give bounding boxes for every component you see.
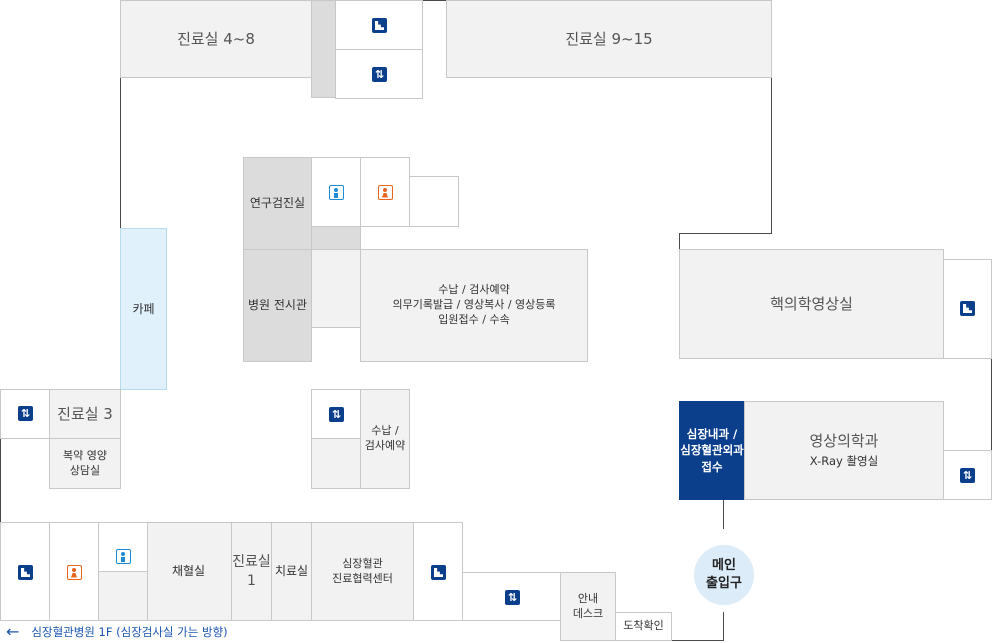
room-label-line: 데스크 bbox=[572, 606, 604, 620]
restroom-men-cell bbox=[311, 157, 361, 227]
elevator-cell: ⇅ bbox=[335, 49, 423, 99]
stairs-icon bbox=[960, 301, 975, 316]
room-label-line: 1 bbox=[247, 572, 256, 589]
stairs-icon bbox=[18, 565, 33, 580]
elevator-icon: ⇅ bbox=[372, 67, 387, 82]
room-label: 핵의학영상실 bbox=[770, 294, 853, 313]
room-label-line: 복약 영양 bbox=[63, 448, 107, 462]
room-label-line: 입원접수 / 수속 bbox=[438, 312, 510, 326]
room-label: 채혈실 bbox=[171, 564, 206, 579]
arrival-check[interactable]: 도착확인 bbox=[615, 612, 672, 641]
elevator-icon: ⇅ bbox=[329, 407, 344, 422]
room-label-line: 안내 bbox=[577, 591, 599, 605]
room-label-line: 수납 / bbox=[371, 424, 399, 438]
entrance-label-line: 출입구 bbox=[706, 576, 742, 591]
room-label-line: 수납 / 검사예약 bbox=[438, 283, 510, 297]
wall bbox=[120, 0, 121, 390]
room-label: 진료실 4~8 bbox=[177, 29, 255, 48]
wall bbox=[679, 233, 772, 234]
room-label: 병원 전시관 bbox=[247, 298, 307, 313]
stairs-cell bbox=[413, 522, 463, 621]
cardiology-reception[interactable]: 심장내과 / 심장혈관외과 접수 bbox=[679, 401, 745, 500]
room-label-line: 진료실 bbox=[232, 553, 271, 570]
stairs-icon bbox=[431, 565, 446, 580]
room-label: 도착확인 bbox=[623, 619, 664, 633]
room-label-line: 심장혈관외과 bbox=[680, 443, 744, 458]
corridor-block bbox=[311, 249, 361, 328]
exam-room-3[interactable]: 진료실 3 bbox=[49, 389, 121, 439]
exam-room-4-8[interactable]: 진료실 4~8 bbox=[120, 0, 312, 78]
stairs-icon bbox=[372, 18, 387, 33]
entrance-label-line: 메인 bbox=[712, 558, 736, 574]
corridor-block bbox=[311, 226, 361, 250]
exam-room-9-15[interactable]: 진료실 9~15 bbox=[446, 0, 772, 78]
research-exam-room[interactable]: 연구검진실 bbox=[243, 157, 312, 250]
direction-link[interactable]: ← 심장혈관병원 1F (심장검사실 가는 방향) bbox=[6, 622, 228, 641]
wall bbox=[0, 390, 1, 621]
hospital-exhibition[interactable]: 병원 전시관 bbox=[243, 249, 312, 362]
restroom-women-cell bbox=[49, 522, 99, 621]
corridor-block bbox=[98, 571, 148, 621]
direction-label: 심장혈관병원 1F (심장검사실 가는 방향) bbox=[31, 624, 228, 639]
payment-reservation-small[interactable]: 수납 / 검사예약 bbox=[360, 389, 410, 489]
restroom-men-cell bbox=[98, 522, 148, 572]
elevator-icon: ⇅ bbox=[18, 406, 33, 421]
arrow-left-icon: ← bbox=[6, 622, 20, 641]
room-label: 카페 bbox=[132, 301, 155, 316]
main-entrance[interactable]: 메인 출입구 bbox=[694, 545, 754, 605]
elevator-cell: ⇅ bbox=[943, 450, 992, 500]
blood-collection-room[interactable]: 채혈실 bbox=[147, 522, 232, 621]
restroom-men-icon bbox=[329, 185, 344, 200]
cafe[interactable]: 카페 bbox=[120, 228, 167, 390]
elevator-icon: ⇅ bbox=[960, 468, 975, 483]
stairs-cell bbox=[335, 0, 423, 50]
elevator-cell: ⇅ bbox=[462, 572, 561, 621]
wall bbox=[679, 233, 680, 250]
wall bbox=[771, 0, 772, 234]
elevator-cell: ⇅ bbox=[311, 389, 361, 439]
exam-room-1[interactable]: 진료실 1 bbox=[231, 522, 272, 621]
small-room bbox=[409, 176, 459, 227]
room-label-line: 심장혈관 bbox=[342, 556, 383, 570]
room-label: 치료실 bbox=[274, 564, 309, 579]
treatment-room[interactable]: 치료실 bbox=[271, 522, 312, 621]
restroom-women-icon bbox=[378, 185, 393, 200]
restroom-women-icon bbox=[67, 565, 82, 580]
room-label: 진료실 3 bbox=[57, 404, 113, 423]
room-label-line: 검사예약 bbox=[364, 439, 406, 452]
corridor-block bbox=[311, 438, 361, 489]
cardiac-cooperation-center[interactable]: 심장혈관 진료협력센터 bbox=[311, 522, 414, 621]
room-label: 영상의학과 bbox=[809, 432, 879, 451]
restroom-women-cell bbox=[360, 157, 410, 227]
wall bbox=[723, 612, 724, 641]
room-label-line: 접수 bbox=[701, 459, 723, 474]
corridor-block bbox=[311, 0, 336, 98]
elevator-icon: ⇅ bbox=[505, 590, 520, 605]
room-label-line: 상담실 bbox=[69, 463, 101, 477]
restroom-men-icon bbox=[116, 549, 131, 564]
elevator-cell: ⇅ bbox=[0, 389, 50, 439]
room-label: 연구검진실 bbox=[249, 196, 306, 211]
room-label-line: 의무기록발급 / 영상복사 / 영상등록 bbox=[392, 298, 556, 312]
payment-reservation-main[interactable]: 수납 / 검사예약 의무기록발급 / 영상복사 / 영상등록 입원접수 / 수속 bbox=[360, 249, 588, 362]
room-label-line: 심장내과 / bbox=[686, 427, 738, 442]
stairs-cell bbox=[943, 259, 992, 359]
stairs-cell bbox=[0, 522, 50, 621]
room-label: 진료실 9~15 bbox=[565, 29, 653, 48]
medication-counseling-room[interactable]: 복약 영양 상담실 bbox=[49, 438, 121, 489]
room-sublabel: X-Ray 촬영실 bbox=[809, 454, 879, 469]
information-desk[interactable]: 안내 데스크 bbox=[560, 572, 616, 641]
wall bbox=[723, 499, 724, 529]
nuclear-medicine-imaging[interactable]: 핵의학영상실 bbox=[679, 249, 944, 359]
radiology-department[interactable]: 영상의학과 X-Ray 촬영실 bbox=[744, 401, 944, 500]
room-label-line: 진료협력센터 bbox=[332, 571, 393, 585]
